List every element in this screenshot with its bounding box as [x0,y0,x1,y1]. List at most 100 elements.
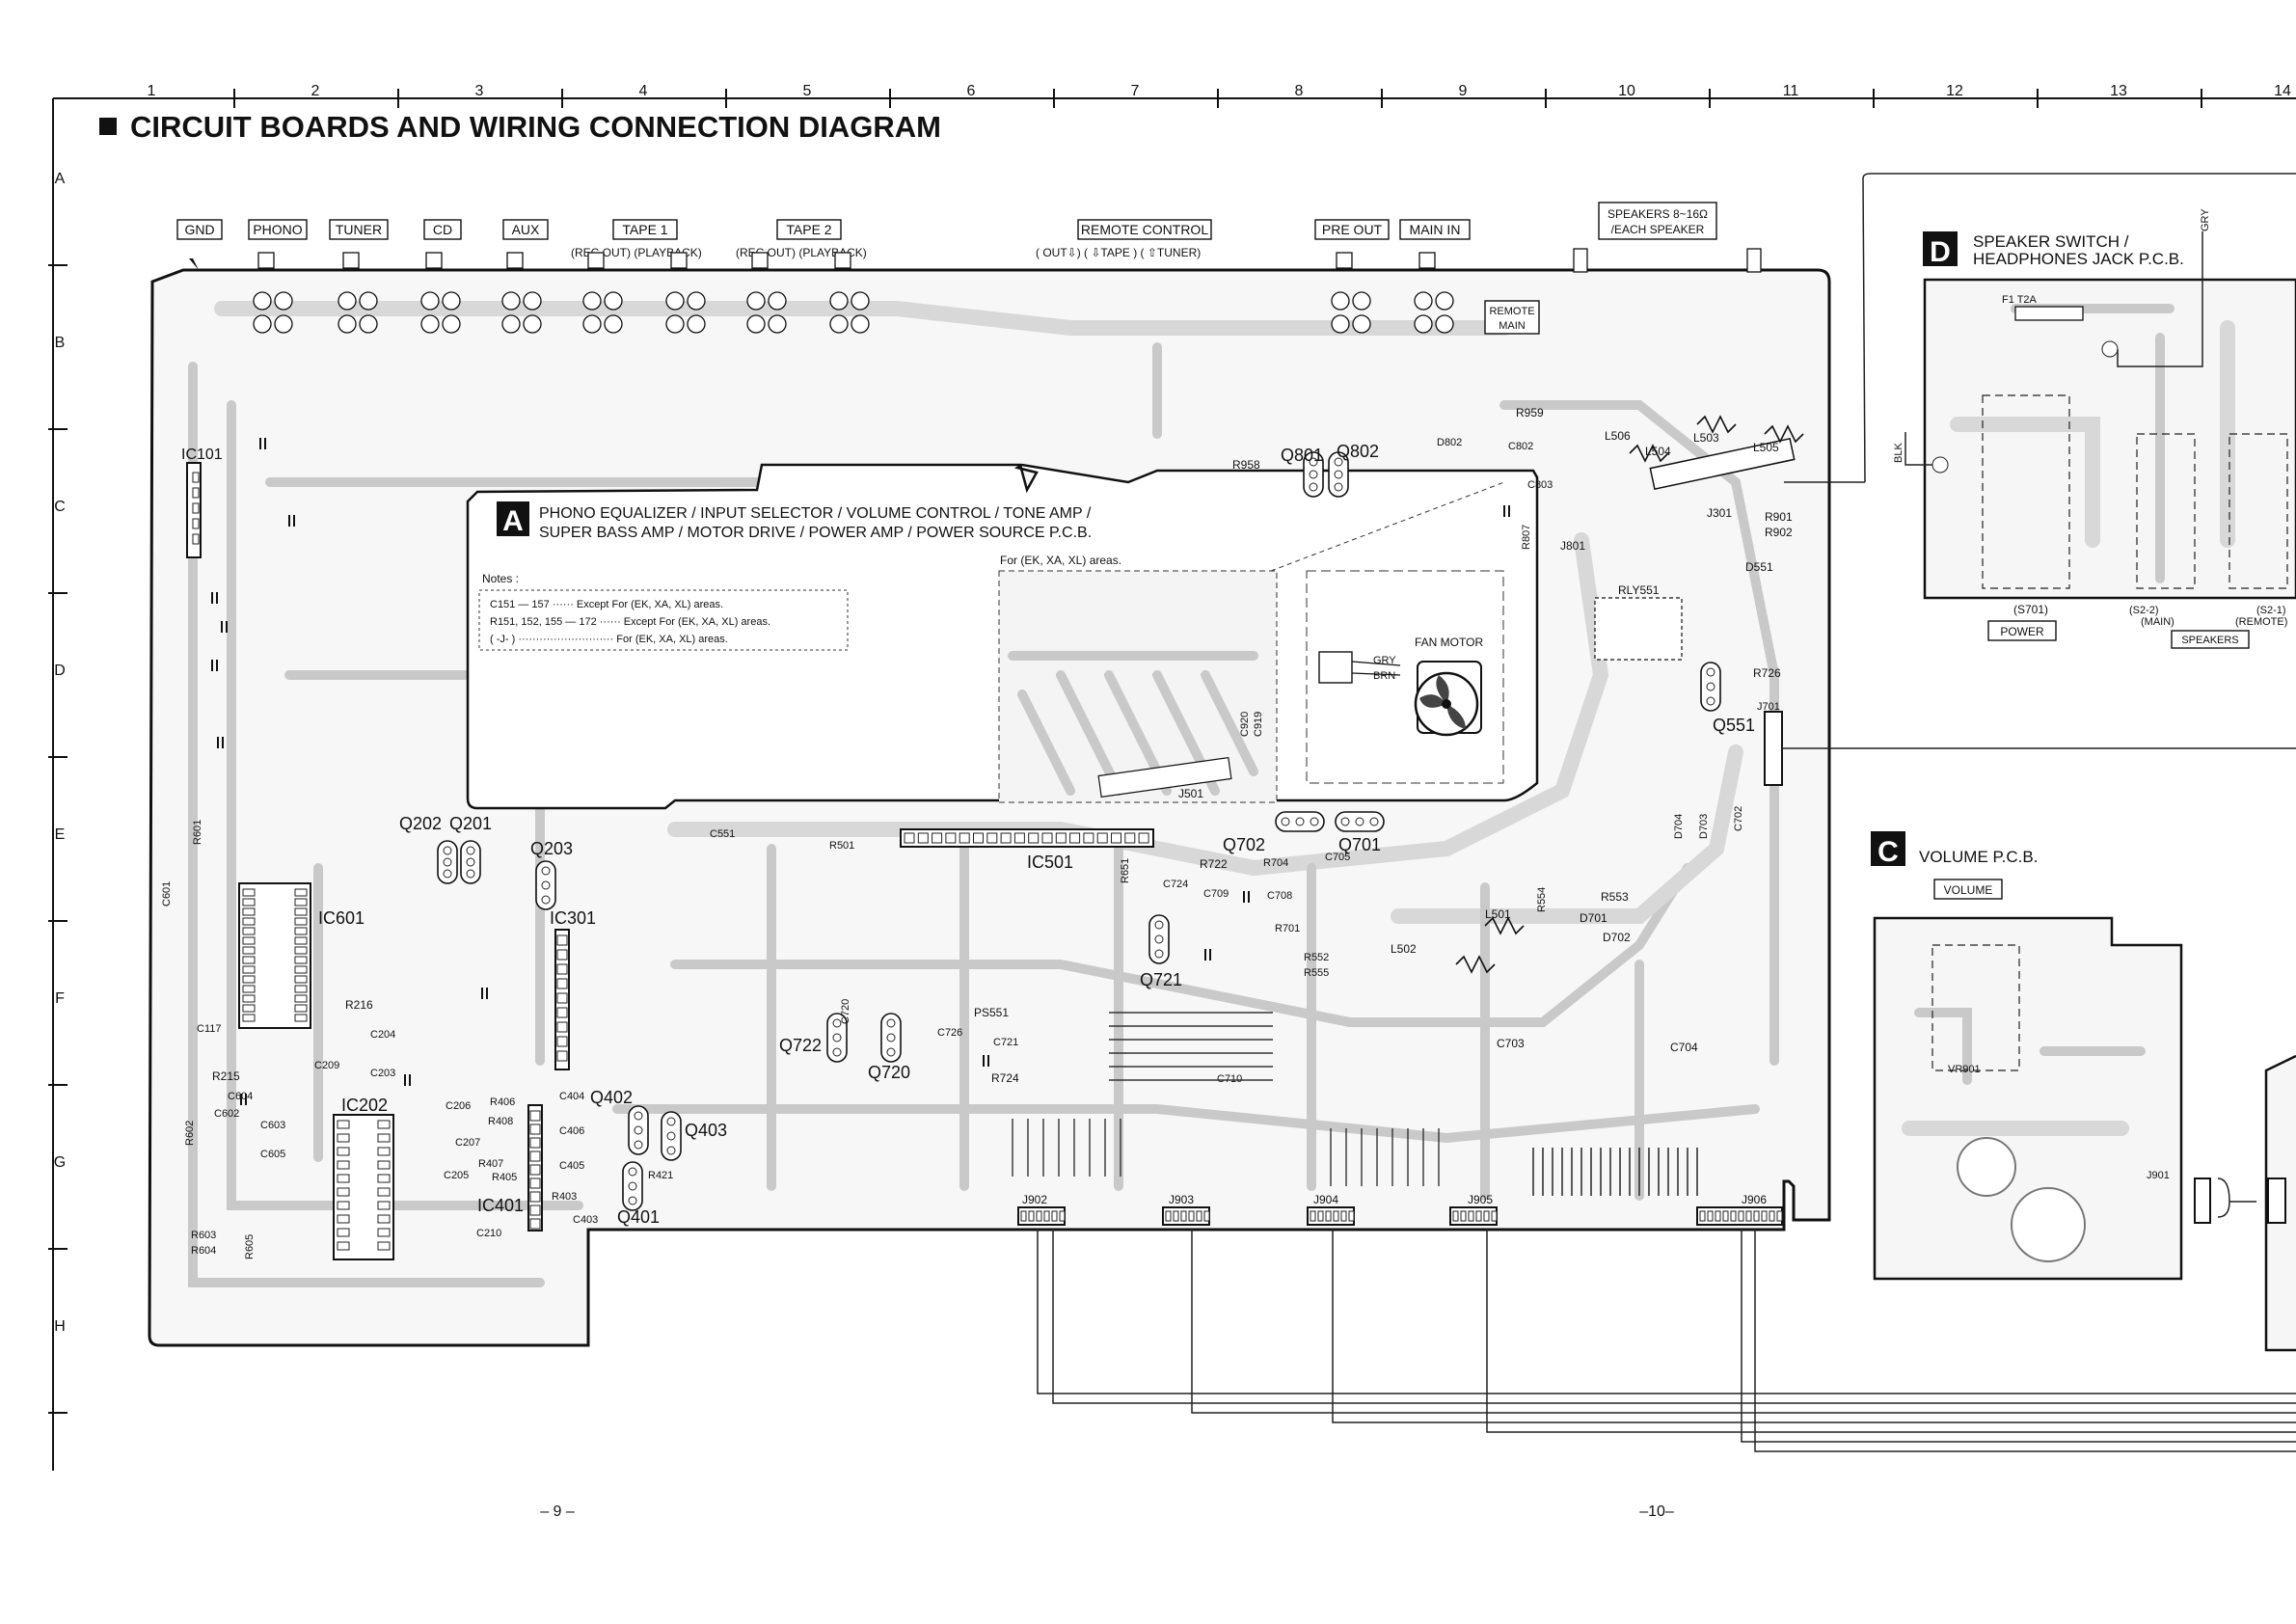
board-a-outline [148,268,1831,1347]
transistor-lead [832,1047,842,1057]
j901-label: J901 [2147,1170,2170,1181]
s701-label: (S701) [2013,603,2048,616]
board-a-badge: A [502,505,524,537]
rca-jack-r [851,291,870,311]
label-remote-main-2: MAIN [1499,320,1526,332]
fan-motor-area [1306,570,1504,784]
ic601-pin [242,898,256,907]
s2-1-outline [2228,433,2288,589]
fuse-holder [2014,306,2084,321]
c702-label: C702 [1733,806,1744,831]
transistor-lead [1334,457,1343,467]
ic202-pin [337,1147,350,1156]
ic601-chip: IC601 [238,882,365,1029]
transistor-lead [1309,470,1318,479]
c204-label: C204 [370,1029,395,1041]
ic202-label: IC202 [341,1096,388,1115]
transistor-lead [628,1196,637,1205]
label-speakers-sub: /EACH SPEAKER [1611,223,1705,236]
label-tape-1: TAPE 1 [622,222,667,237]
l503-label: L503 [1693,431,1719,445]
l506-label: L506 [1605,429,1631,443]
page-number-left: – 9 – [540,1503,575,1520]
r421-label: R421 [648,1170,673,1181]
r722-label: R722 [1200,857,1228,871]
j901-connector [2194,1177,2211,1224]
board-c-badge: C [1877,836,1899,868]
column-label-9: 9 [1459,83,1468,99]
ic601-pin [242,965,256,974]
ic202-pin [377,1241,391,1251]
connector-pin [1203,1210,1210,1222]
ic301-pin [556,934,568,946]
connector-pin [1722,1210,1729,1222]
row-label-G: G [54,1154,66,1171]
c602-label: C602 [214,1108,239,1120]
note-1: C151 — 157 ······ Except For (EK, XA, XL… [490,599,723,610]
rca-jack-r [501,291,521,311]
c207-label: C207 [455,1137,480,1149]
transistor-lead [541,880,551,890]
fan-motor-label: FAN MOTOR [1415,636,1483,649]
ic601-pin [294,898,308,907]
rca-jack-top [587,252,605,269]
connector-pin [1699,1210,1706,1222]
connector-pin [1020,1210,1027,1222]
ic601-pin [242,994,256,1003]
rca-jack-l [1435,314,1454,334]
transistor-lead [1310,817,1319,826]
board-c-title: VOLUME P.C.B. [1919,848,2038,866]
rca-jack-row [189,248,1762,334]
transistor-lead [666,1131,676,1141]
ic202-pin [337,1214,350,1224]
ic501-pin [973,832,984,844]
j906-label: J906 [1742,1193,1767,1206]
board-d-title-line-1: SPEAKER SWITCH / [1973,232,2129,251]
r553-label: R553 [1601,890,1629,904]
ic501-pin [1028,832,1040,844]
rca-jack-r [746,291,766,311]
rca-jack-l [359,314,378,334]
ic501-pin [1069,832,1081,844]
r651-label: R651 [1120,858,1131,883]
transistor-lead [443,846,452,855]
rca-jack-r [1352,291,1371,311]
connector-pin [1310,1210,1316,1222]
c920-label: C920 [1239,712,1251,737]
rca-jack-l [1352,314,1371,334]
column-label-2: 2 [311,83,320,99]
r601-label: R601 [192,820,203,845]
ic101-label: IC101 [181,447,223,463]
j701-label: J701 [1757,701,1780,713]
inductor-symbol [1484,916,1525,935]
speaker-terminal [1573,248,1588,273]
transistor-lead [666,1117,676,1126]
transistor-lead [541,866,551,876]
j904-label: J904 [1313,1193,1338,1206]
rca-jack-l [851,314,870,334]
ic601-pin [294,907,308,916]
ic601-pin [294,888,308,897]
ic202-pin [377,1160,391,1170]
board-a-badge-box [497,501,529,536]
c205-label: C205 [444,1170,469,1181]
inductor-symbol [1764,424,1804,444]
column-label-11: 11 [1783,83,1799,99]
j301-connector [1649,437,1796,491]
connector-pin [1317,1210,1324,1222]
rca-jack-top [1336,252,1353,269]
ic601-pin [294,927,308,935]
label-main-in: MAIN IN [1410,222,1461,237]
ic101-pin [192,487,200,499]
transistor-lead [1706,667,1715,677]
transistor-lead [1295,817,1305,826]
ic501-pin [932,832,943,844]
transistor-lead [1706,682,1715,691]
c117-label: C117 [197,1023,221,1035]
j902-right-connector [2267,1177,2286,1224]
component-labels: L501 L502 L503 L504 L505 L506 D551 D701 … [161,406,1793,1259]
transistor-lead [1309,457,1318,467]
ic501-pin [1055,832,1067,844]
ic601-pin [242,956,256,964]
r215-label: R215 [212,1069,240,1083]
